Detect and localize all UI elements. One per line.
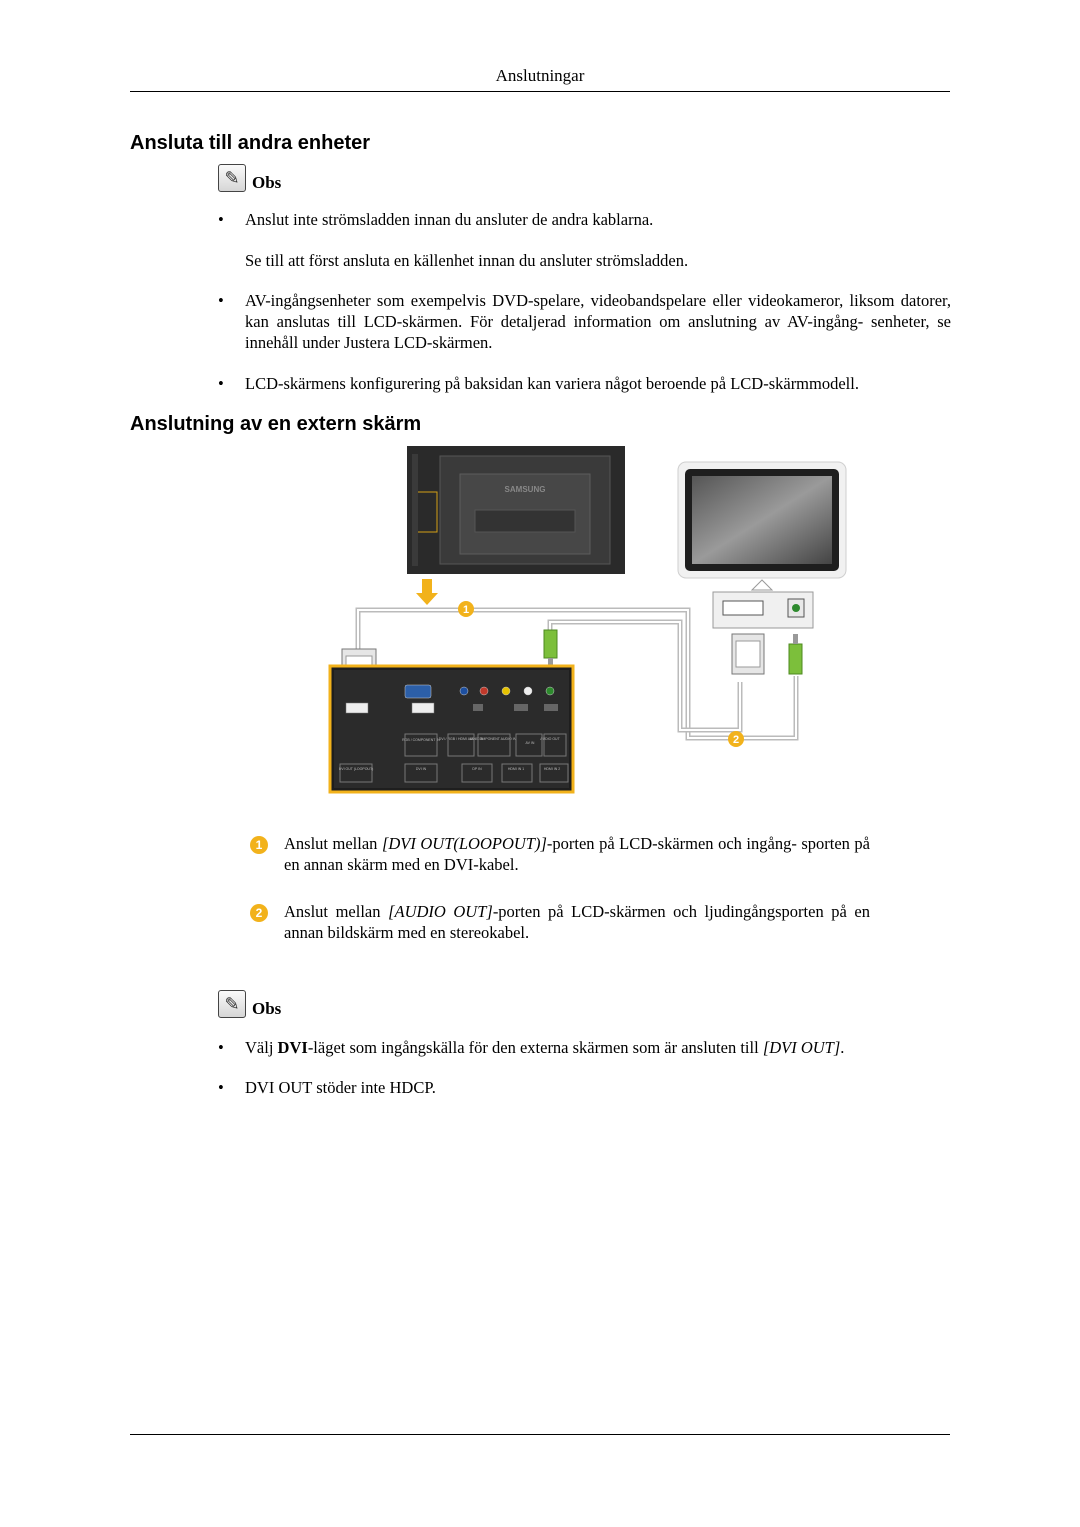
external-monitor-port-panel xyxy=(712,591,814,629)
pencil-note-icon: ✎ xyxy=(218,164,246,192)
note-header: ✎ Obs xyxy=(218,988,281,1018)
bullet-text: DVI OUT stöder inte HDCP. xyxy=(245,1078,436,1097)
page-header-title: Anslutningar xyxy=(495,66,585,85)
section-heading-connect-other-devices: Ansluta till andra enheter xyxy=(130,132,371,154)
step-2: 2 Anslut mellan [AUDIO OUT]-porten på LC… xyxy=(250,901,870,943)
bullet-text: AV-ingångsenheter som exempelvis DVD-spe… xyxy=(245,291,951,352)
bullet-text-bold: DVI xyxy=(277,1038,308,1057)
port-label: AV IN xyxy=(526,741,535,745)
list-item: •AV-ingångsenheter som exempelvis DVD-sp… xyxy=(218,291,951,352)
step-1: 1 Anslut mellan [DVI OUT(LOOPOUT)]-porte… xyxy=(250,833,870,875)
connection-diagram: SAMSUNG xyxy=(328,446,847,794)
port-label: HDMI IN 2 xyxy=(544,767,560,771)
step-port-name: [DVI OUT(LOOPOUT)] xyxy=(381,834,547,853)
footer-divider xyxy=(130,1434,950,1435)
step-text-prefix: Anslut mellan xyxy=(284,902,389,921)
up-arrow-icon xyxy=(750,579,774,591)
lcd-back-panel: SAMSUNG xyxy=(407,446,625,574)
step-text-prefix: Anslut mellan xyxy=(284,834,382,853)
down-arrow-icon xyxy=(416,579,438,605)
port-label: AV / COMPONENT AUDIO IN xyxy=(470,737,517,741)
port-label: DVI IN xyxy=(416,767,427,771)
stereo-cable-connector xyxy=(543,629,558,668)
dvi-cable-connector xyxy=(731,633,765,675)
svg-text:2: 2 xyxy=(733,734,739,746)
port-label: DP IN xyxy=(472,767,482,771)
stereo-cable-connector xyxy=(788,634,803,675)
bullet-text-suffix: . xyxy=(840,1038,845,1057)
list-item: •DVI OUT stöder inte HDCP. xyxy=(218,1077,951,1098)
cable-line xyxy=(547,619,743,733)
header-divider xyxy=(130,91,950,92)
list-item: •Välj DVI-läget som ingångskälla för den… xyxy=(218,1038,845,1057)
cable-line xyxy=(549,621,741,731)
callout-2: 2 xyxy=(728,731,744,747)
bullet-followup-text: Se till att först ansluta en källenhet i… xyxy=(245,251,689,270)
pencil-note-icon: ✎ xyxy=(218,990,246,1018)
step-port-name: [AUDIO OUT] xyxy=(388,902,493,921)
step-number-badge: 1 xyxy=(250,836,268,854)
step-text-suffix: -porten på LCD-skärmen och ljudingångspo… xyxy=(284,902,871,942)
note-label: Obs xyxy=(252,173,282,192)
external-monitor xyxy=(677,461,847,579)
lcd-port-panel: RGB / COMPONENT IN DVI / RGB / HDMI AUDI… xyxy=(328,664,575,794)
list-item: •Anslut inte strömsladden innan du anslu… xyxy=(218,209,951,230)
note-label: Obs xyxy=(252,999,282,1018)
note-header: ✎ Obs xyxy=(218,162,281,192)
bullet-text: Anslut inte strömsladden innan du anslut… xyxy=(245,210,654,229)
port-label: DVI OUT (LOOPOUT) xyxy=(339,767,374,771)
section-heading-external-monitor: Anslutning av en extern skärm xyxy=(130,413,422,435)
port-label: AUDIO OUT xyxy=(540,737,560,741)
brand-label: SAMSUNG xyxy=(505,485,546,494)
bullet-port-name: [DVI OUT] xyxy=(762,1038,841,1057)
port-label: DVI / RGB / HDMI AUDIO IN xyxy=(439,737,484,741)
port-label: RGB / COMPONENT IN xyxy=(402,738,440,742)
step-text-suffix: -porten på LCD-skärmen och ingång- sport… xyxy=(284,834,870,874)
bullet-text: LCD-skärmens konfigurering på baksidan k… xyxy=(245,374,859,393)
bullet-text-prefix: Välj xyxy=(245,1038,278,1057)
bullet-text-middle: -läget som ingångskälla för den externa … xyxy=(307,1038,763,1057)
callout-1: 1 xyxy=(458,601,474,617)
list-item: •LCD-skärmens konfigurering på baksidan … xyxy=(218,373,951,394)
svg-text:1: 1 xyxy=(463,604,469,616)
port-label: HDMI IN 1 xyxy=(508,767,524,771)
cable-line xyxy=(357,609,797,739)
step-number-badge: 2 xyxy=(250,904,268,922)
